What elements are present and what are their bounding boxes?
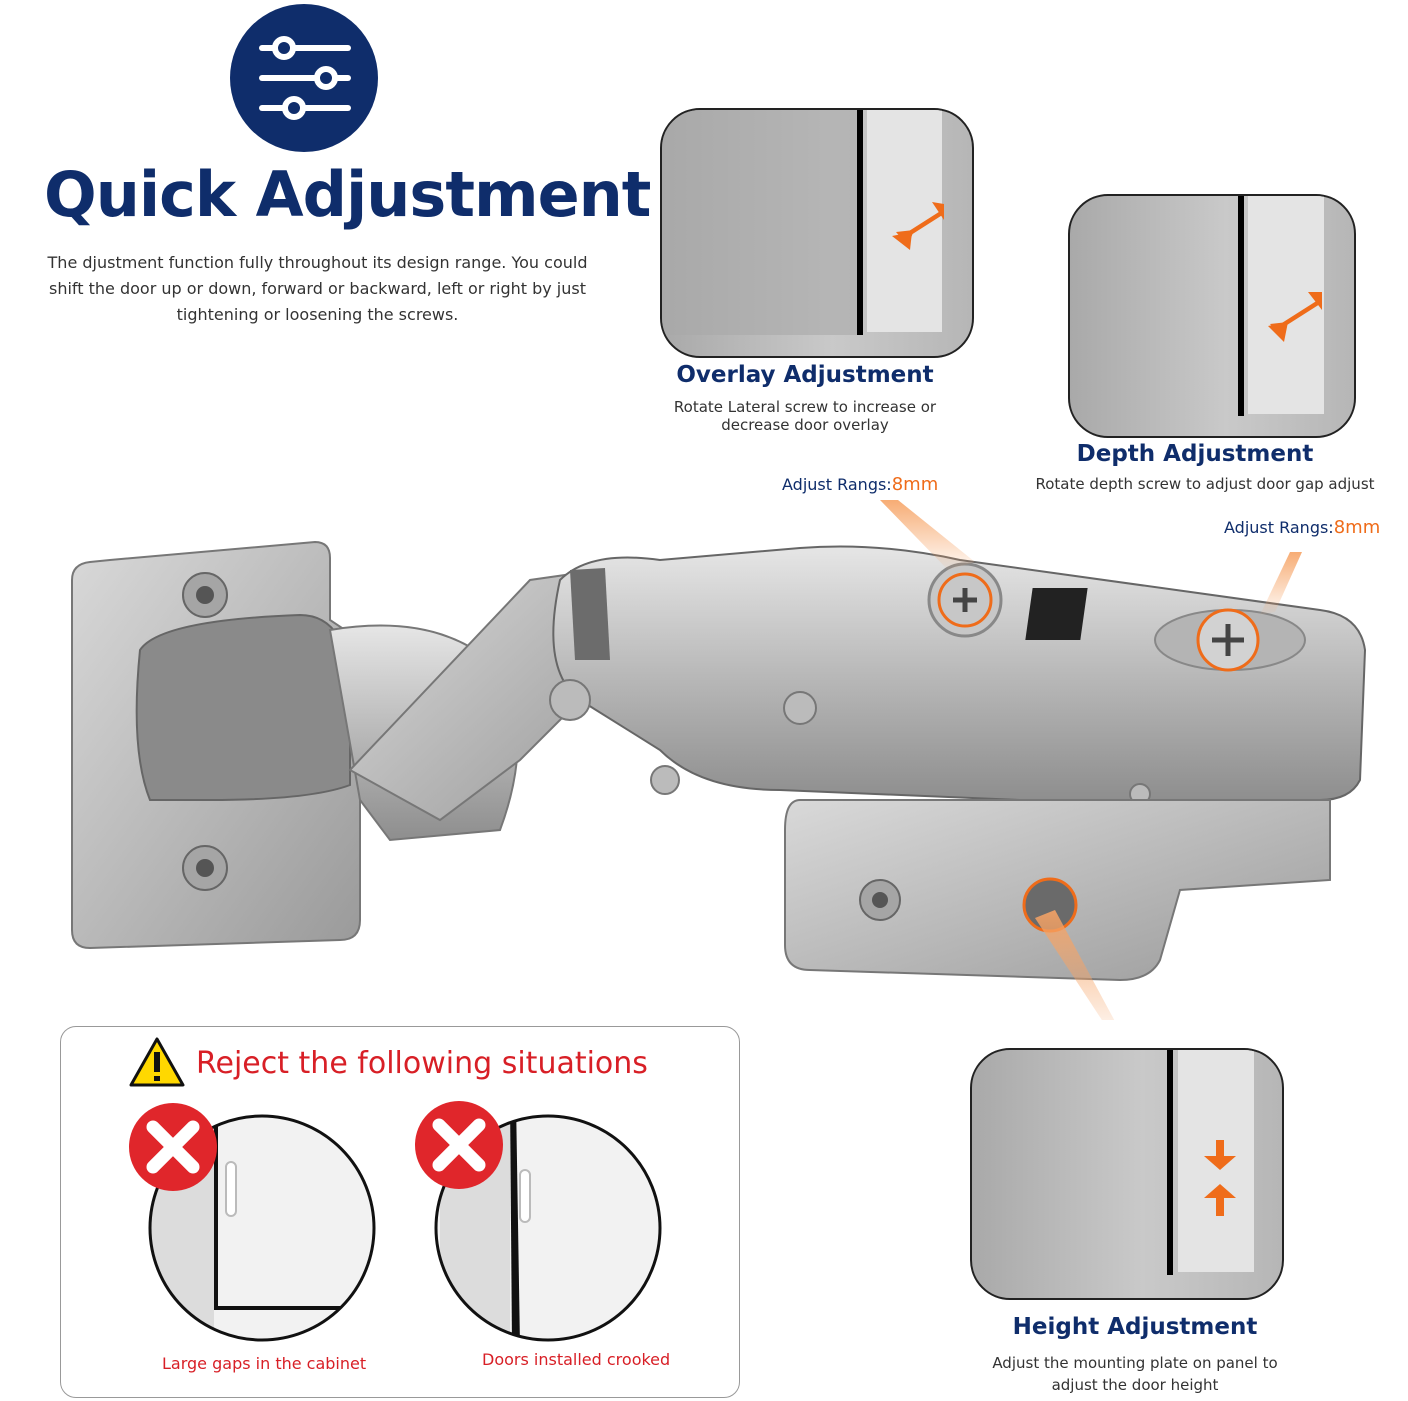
reject-x-icon: [414, 1100, 504, 1190]
height-adjustment-image: [970, 1048, 1284, 1300]
depth-adjust-range: Adjust Rangs:8mm: [1224, 517, 1381, 538]
crooked-doors-caption: Doors installed crooked: [482, 1350, 671, 1369]
page-title: Quick Adjustment: [44, 158, 651, 231]
depth-door-illustration: [1238, 196, 1324, 416]
overlay-title: Overlay Adjustment: [676, 362, 934, 388]
overlay-adjustment-image: [660, 108, 974, 358]
height-description: Adjust the mounting plate on panel to ad…: [992, 1354, 1278, 1394]
vertical-arrows-icon: [1204, 1140, 1236, 1216]
double-arrow-icon: [1268, 292, 1322, 342]
overlay-description: Rotate Lateral screw to increase or decr…: [673, 398, 937, 434]
overlay-door-illustration: [662, 110, 944, 335]
warning-icon: [128, 1036, 186, 1088]
hinge-illustration: [60, 500, 1408, 1040]
sliders-icon: [228, 2, 380, 154]
large-gaps-caption: Large gaps in the cabinet: [162, 1354, 367, 1373]
double-arrow-icon: [892, 202, 944, 250]
page-description: The djustment function fully throughout …: [47, 253, 588, 324]
height-door-illustration: [1167, 1050, 1254, 1275]
depth-adjustment-image: [1068, 194, 1356, 438]
depth-title: Depth Adjustment: [1076, 441, 1314, 467]
overlay-adjust-range: Adjust Rangs:8mm: [782, 474, 939, 495]
height-title: Height Adjustment: [1012, 1314, 1258, 1340]
depth-description: Rotate depth screw to adjust door gap ad…: [1035, 475, 1375, 493]
reject-x-icon: [128, 1102, 218, 1192]
reject-title: Reject the following situations: [196, 1046, 648, 1081]
